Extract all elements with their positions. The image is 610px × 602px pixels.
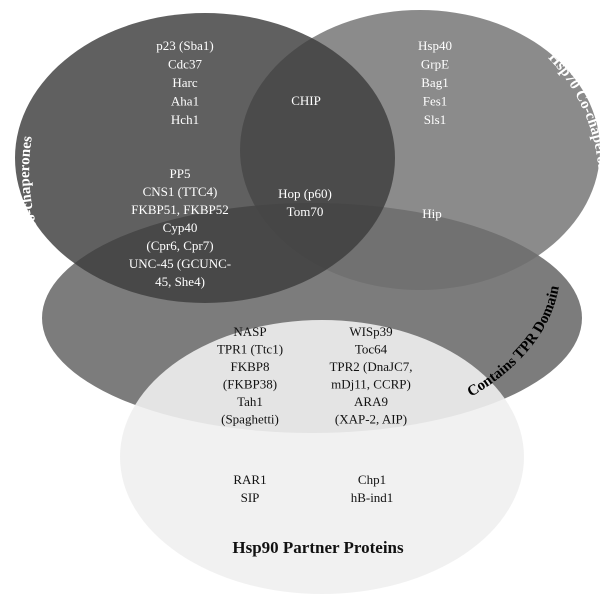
group-entry: 45, She4): [155, 274, 205, 289]
group-entry: FKBP8: [230, 359, 269, 374]
group-entry: (Spaghetti): [221, 412, 279, 427]
group-entry: Sls1: [424, 112, 446, 127]
hsp90-partner-proteins-set: [120, 320, 524, 594]
group-entry: SIP: [241, 490, 260, 505]
group-entry: Hsp40: [418, 38, 452, 53]
group-entry: p23 (Sba1): [156, 38, 213, 53]
group-entry: CNS1 (TTC4): [143, 184, 218, 199]
group-entry: Hch1: [171, 112, 199, 127]
group-entry: GrpE: [421, 57, 449, 72]
tpr-partners-left-list: NASP TPR1 (Ttc1) FKBP8 (FKBP38) Tah1 (Spaghet…: [217, 324, 283, 427]
hsp90-partner-proteins-title: Hsp90 Partner Proteins: [232, 538, 404, 557]
group-entry: Cyp40: [163, 220, 198, 235]
group-entry: Toc64: [355, 342, 388, 357]
group-entry: (XAP-2, AIP): [335, 412, 407, 427]
group-entry: NASP: [233, 324, 266, 339]
group-entry: Tah1: [237, 394, 263, 409]
group-entry: RAR1: [233, 472, 266, 487]
group-entry: TPR2 (DnaJC7,: [329, 359, 412, 374]
hsp90-hsp70-tpr-list: Hop (p60) Tom70: [278, 186, 332, 219]
group-entry: Cdc37: [168, 57, 202, 72]
group-entry: FKBP51, FKBP52: [131, 202, 229, 217]
group-entry: Hop (p60): [278, 186, 332, 201]
group-entry: TPR1 (Ttc1): [217, 342, 283, 357]
group-entry: Fes1: [423, 94, 448, 109]
group-entry: UNC-45 (GCUNC-: [129, 256, 231, 271]
group-entry: Tom70: [287, 204, 324, 219]
group-entry: mDj11, CCRP): [331, 377, 411, 392]
group-entry: Chp1: [358, 472, 386, 487]
group-entry: Bag1: [421, 75, 448, 90]
group-entry: ARA9: [354, 394, 388, 409]
hsp90-hsp70-list: CHIP: [291, 93, 321, 108]
group-entry: CHIP: [291, 93, 321, 108]
group-entry: hB-ind1: [351, 490, 394, 505]
group-entry: WISp39: [349, 324, 392, 339]
group-entry: (Cpr6, Cpr7): [146, 238, 213, 253]
hsp90-cochaperones-set: [15, 13, 395, 303]
group-entry: Hip: [422, 206, 442, 221]
hsp70-tpr-list: Hip: [422, 206, 442, 221]
group-entry: (FKBP38): [223, 377, 277, 392]
partners-right-list: Chp1 hB-ind1: [351, 472, 394, 505]
group-entry: Aha1: [171, 94, 199, 109]
group-entry: PP5: [170, 166, 191, 181]
group-entry: Harc: [172, 75, 197, 90]
